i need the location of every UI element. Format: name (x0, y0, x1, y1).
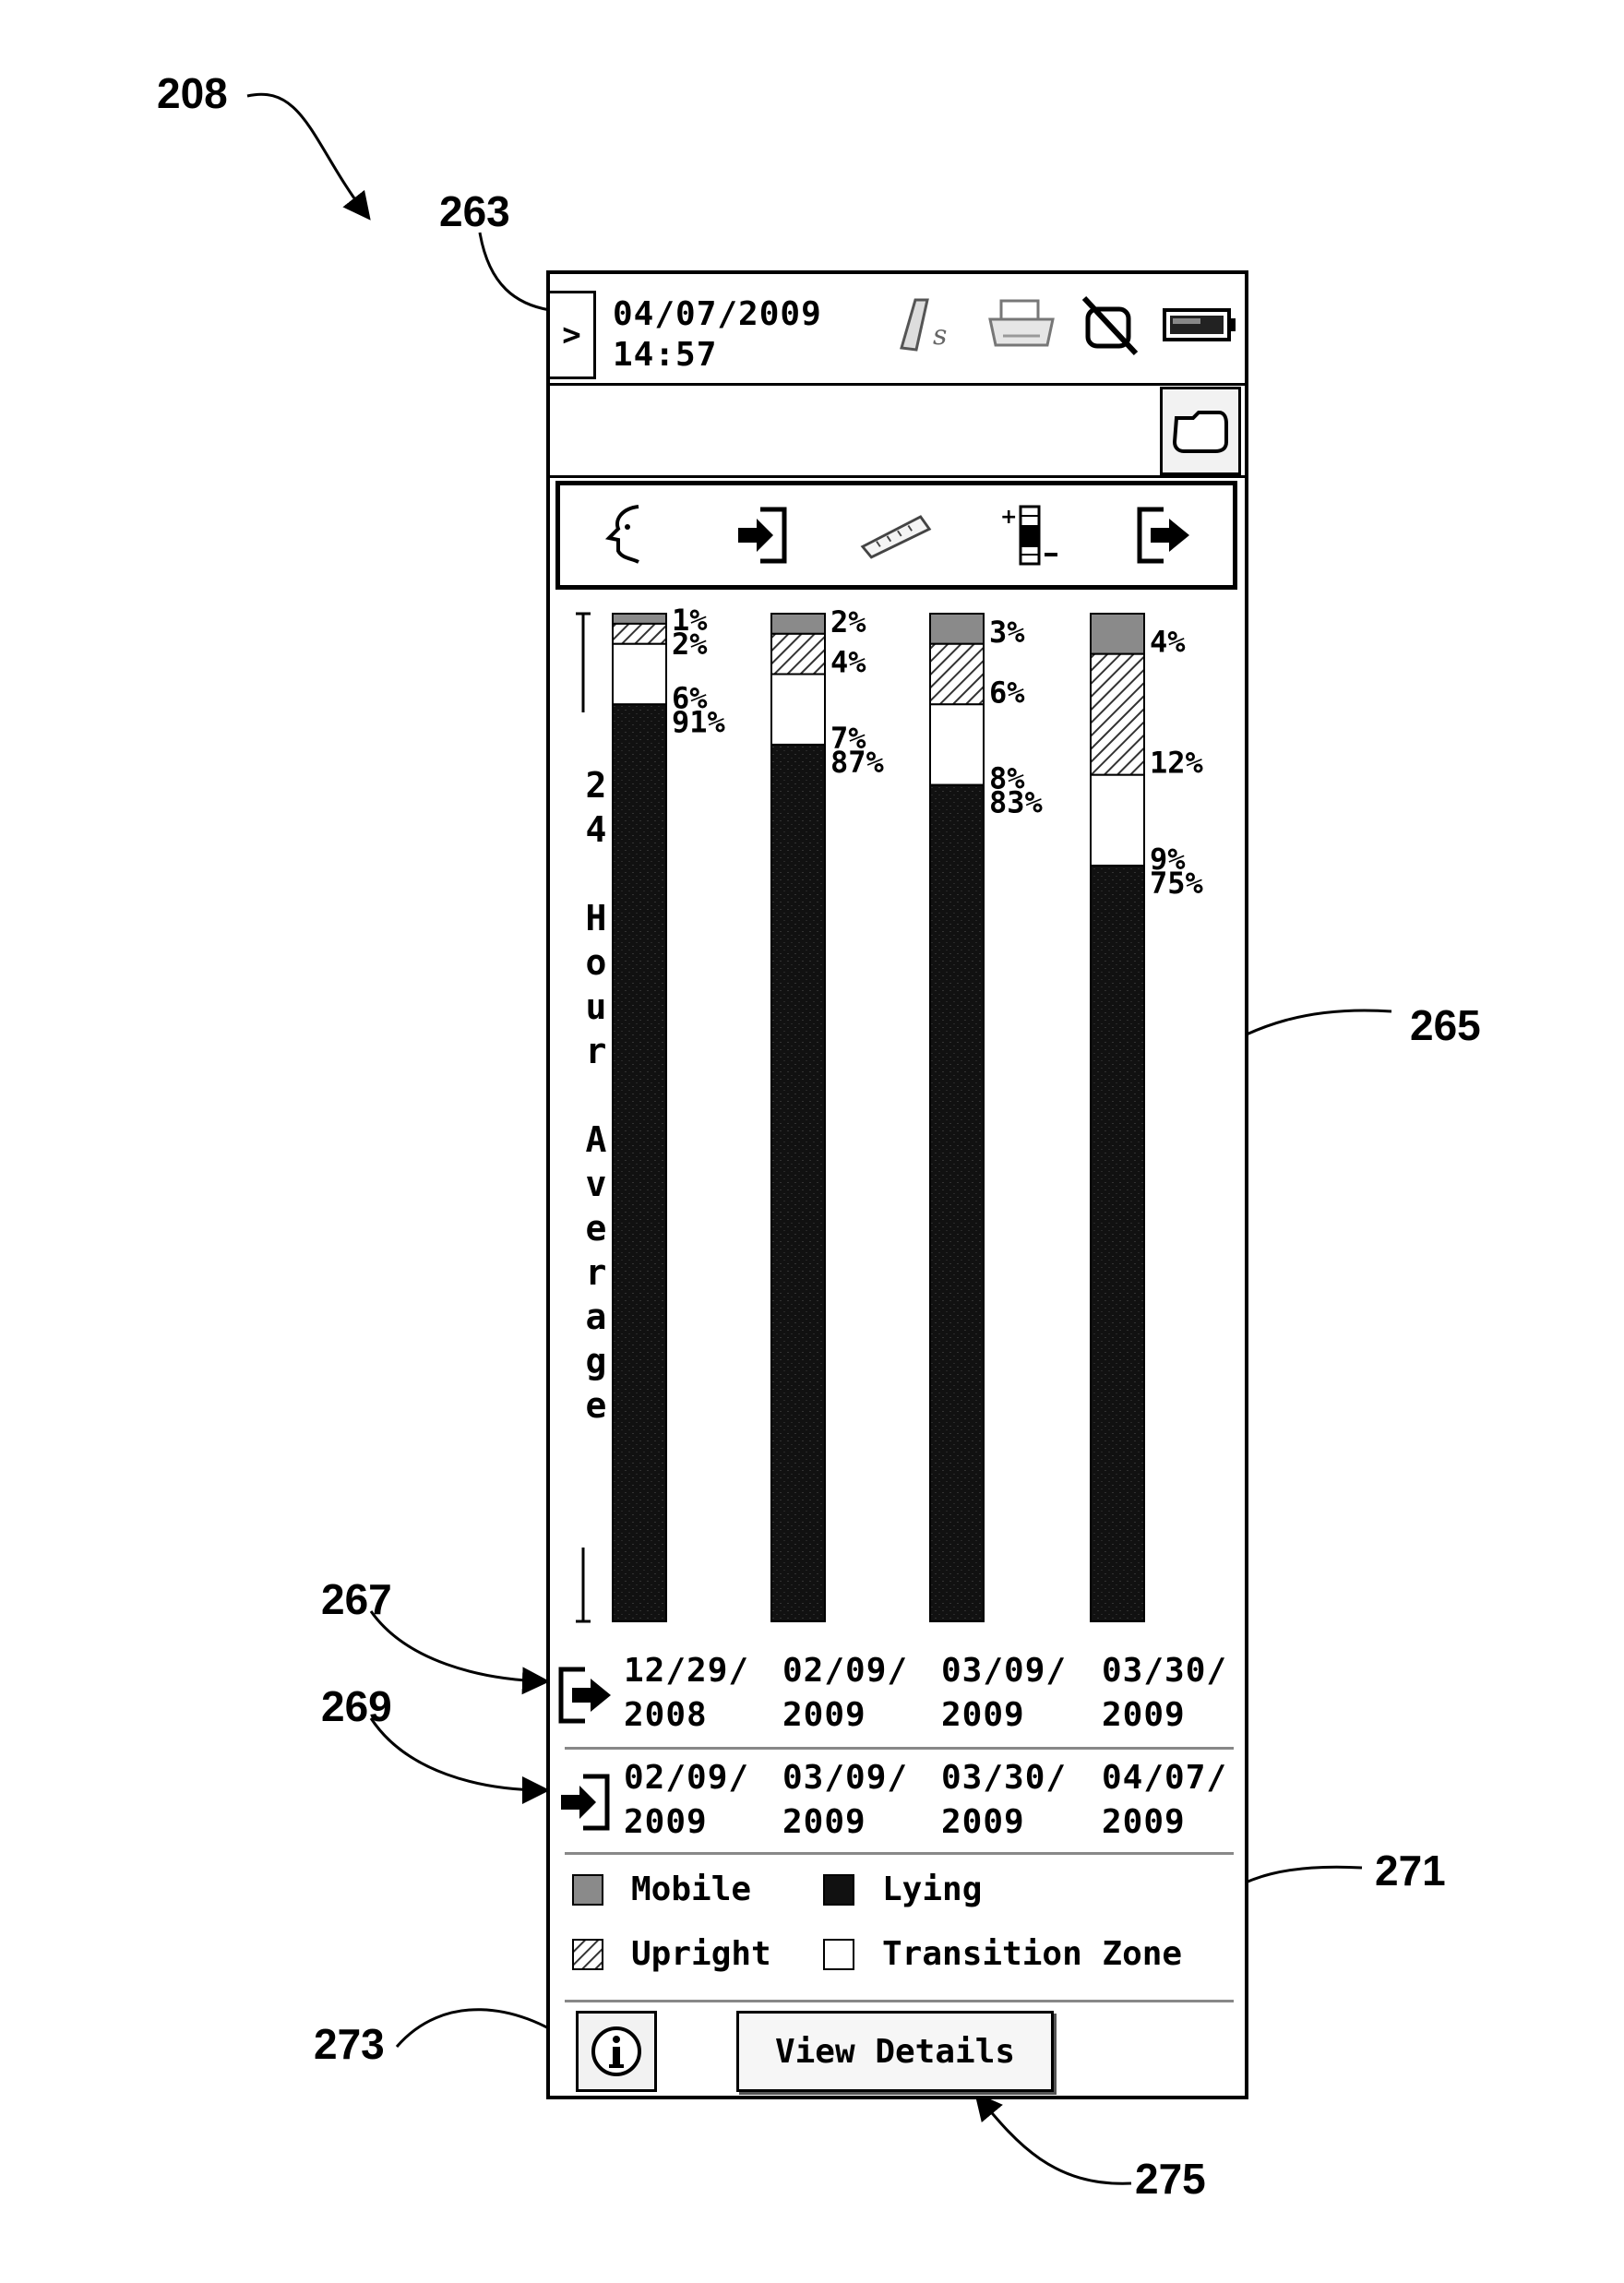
svg-text:+: + (1000, 506, 1017, 529)
bar-segment-upright-1 (613, 624, 666, 644)
logout-arrow-icon (1136, 506, 1195, 565)
bar-segment-upright-2 (771, 634, 825, 675)
mobile-swatch (572, 1874, 603, 1906)
ref-label-271: 271 (1375, 1846, 1446, 1895)
ref-label-263: 263 (439, 186, 510, 236)
divider (550, 475, 1245, 478)
login-arrow-icon (557, 1773, 613, 1832)
bar-segment-lying-4 (1091, 866, 1144, 1621)
toolbar-patient-button[interactable] (591, 498, 664, 572)
leader-263 (480, 233, 550, 310)
divider (565, 2000, 1234, 2002)
leader-208 (247, 94, 367, 216)
bar-label-upright-3: 6% (989, 675, 1025, 710)
bar-segment-lying-3 (930, 785, 984, 1621)
end-date-1: 02/09/2009 (624, 1756, 749, 1845)
logout-arrow-icon (557, 1666, 616, 1725)
status-datetime: 04/07/2009 14:57 (613, 294, 822, 376)
pen-s-icon: s (892, 293, 966, 357)
end-date-4: 04/07/2009 (1102, 1756, 1227, 1845)
expand-button[interactable]: > (550, 291, 596, 379)
ref-label-267: 267 (321, 1574, 392, 1624)
ruler-icon (859, 510, 933, 560)
info-icon (589, 2024, 644, 2079)
transition-swatch (823, 1939, 854, 1970)
bar-segment-upright-3 (930, 644, 984, 705)
printer-icon (986, 295, 1057, 354)
bar-segment-lying-1 (613, 704, 666, 1621)
status-icons: s (892, 293, 1237, 357)
start-date-4: 03/30/2009 (1102, 1649, 1227, 1738)
leader-269 (371, 1718, 544, 1790)
end-date-3: 03/30/2009 (941, 1756, 1067, 1845)
start-date-1: 12/29/2008 (624, 1649, 749, 1738)
bar-segment-mobile-1 (613, 614, 666, 624)
login-arrow-icon (734, 506, 790, 565)
lying-swatch (823, 1874, 854, 1906)
ref-label-269: 269 (321, 1681, 392, 1731)
bar-segment-transition-1 (613, 644, 666, 705)
patient-profile-icon (600, 503, 655, 568)
legend-item-upright: Upright (572, 1935, 771, 1973)
ref-label-208: 208 (157, 68, 228, 118)
folder-icon (1171, 405, 1230, 457)
ref-label-275: 275 (1135, 2154, 1206, 2204)
folder-button[interactable] (1160, 387, 1241, 475)
device-screen: > 04/07/2009 14:57 s (546, 270, 1248, 2099)
bar-label-upright-4: 12% (1150, 746, 1204, 781)
upright-swatch (572, 1939, 603, 1970)
bar-label-lying-3: 83% (989, 785, 1044, 820)
activity-chart: 1%2%6%91%2%4%7%87%3%6%8%83%4%12%9%75% 2 … (550, 597, 1245, 1631)
toolbar-ruler-button[interactable] (859, 498, 933, 572)
legend-item-lying: Lying (823, 1871, 982, 1908)
bar-segment-mobile-3 (930, 614, 984, 644)
bar-segment-transition-2 (771, 675, 825, 745)
bar-label-lying-2: 87% (830, 745, 885, 780)
bar-label-mobile-2: 2% (830, 604, 866, 639)
bar-label-mobile-4: 4% (1150, 625, 1186, 660)
view-details-button[interactable]: View Details (736, 2011, 1054, 2092)
bars-layer: 1%2%6%91%2%4%7%87%3%6%8%83%4%12%9%75% (613, 603, 1204, 1621)
chart-svg: 1%2%6%91%2%4%7%87%3%6%8%83%4%12%9%75% (550, 597, 1245, 1631)
divider (565, 1852, 1234, 1855)
svg-text:s: s (933, 319, 947, 352)
status-bar: > 04/07/2009 14:57 s (550, 274, 1245, 383)
battery-icon (1162, 305, 1237, 345)
toolbar-zoom-button[interactable]: + (994, 498, 1068, 572)
ref-label-273: 273 (314, 2019, 385, 2069)
bar-label-upright-2: 4% (830, 645, 866, 680)
end-date-2: 03/09/2009 (782, 1756, 908, 1845)
status-date: 04/07/2009 (613, 294, 822, 335)
ref-label-265: 265 (1410, 1000, 1481, 1050)
start-date-2: 02/09/2009 (782, 1649, 908, 1738)
toolbar: + (555, 481, 1237, 590)
bar-segment-mobile-2 (771, 614, 825, 634)
bar-label-lying-4: 75% (1150, 866, 1204, 901)
leader-267 (371, 1611, 544, 1681)
bar-label-lying-1: 91% (672, 704, 726, 739)
bar-label-upright-1: 2% (672, 627, 708, 662)
divider (550, 383, 1245, 386)
start-date-3: 03/09/2009 (941, 1649, 1067, 1738)
zoom-plus-minus-icon: + (998, 503, 1063, 568)
divider (565, 1747, 1234, 1750)
bar-label-mobile-3: 3% (989, 615, 1025, 650)
bar-segment-transition-4 (1091, 775, 1144, 866)
toolbar-login-button[interactable] (725, 498, 799, 572)
toolbar-logout-button[interactable] (1128, 498, 1202, 572)
bar-segment-mobile-4 (1091, 614, 1144, 654)
legend-item-mobile: Mobile (572, 1871, 751, 1908)
status-time: 14:57 (613, 335, 822, 376)
end-dates-row: 02/09/2009 03/09/2009 03/30/2009 04/07/2… (550, 1756, 1245, 1848)
bar-segment-upright-4 (1091, 654, 1144, 775)
bar-segment-lying-2 (771, 745, 825, 1621)
no-sync-icon (1077, 293, 1141, 357)
start-dates-row: 12/29/2008 02/09/2009 03/09/2009 03/30/2… (550, 1649, 1245, 1741)
info-button[interactable] (576, 2011, 657, 2092)
legend-item-transition: Transition Zone (823, 1935, 1182, 1973)
leader-275 (978, 2097, 1131, 2183)
y-axis-label: 2 4 H o u r A v e r a g e (578, 763, 615, 1428)
legend: Mobile Lying Upright Transition Zone (572, 1861, 1236, 2000)
bar-segment-transition-3 (930, 704, 984, 784)
